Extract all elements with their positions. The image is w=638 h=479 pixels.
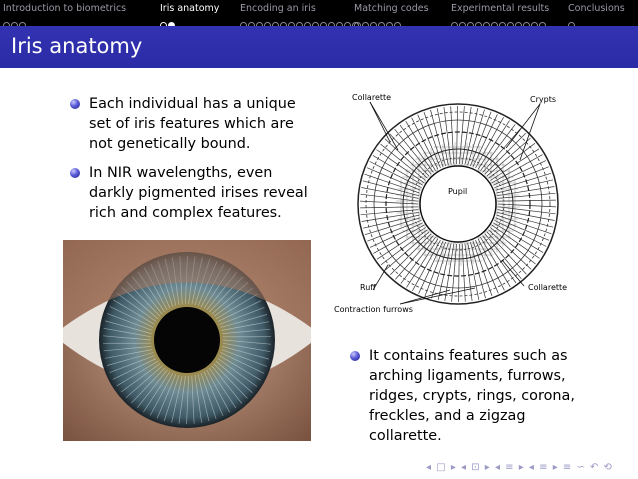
frame-title: Iris anatomy xyxy=(11,34,143,58)
nav-section-experimental[interactable]: Experimental results xyxy=(451,3,550,14)
section-navigation-bar: Introduction to biometrics Iris anatomy … xyxy=(0,0,638,29)
nav-dots-matching xyxy=(354,14,402,29)
nav-dots-experimental xyxy=(451,14,547,29)
bullet-item: It contains features such as arching lig… xyxy=(350,346,590,446)
bullet-item: In NIR wavelengths, even darkly pigmente… xyxy=(70,163,315,223)
bullet-ball-icon xyxy=(350,351,360,361)
nav-section-matching[interactable]: Matching codes xyxy=(354,3,429,14)
label-ruff: Ruff xyxy=(360,283,376,292)
nav-section-conclusions[interactable]: Conclusions xyxy=(568,3,625,14)
nav-section-iris-anatomy[interactable]: Iris anatomy xyxy=(160,3,220,14)
bullet-text: It contains features such as arching lig… xyxy=(369,348,575,444)
label-contraction-furrows: Contraction furrows xyxy=(334,305,413,314)
label-pupil: Pupil xyxy=(448,187,467,196)
label-collarette-bottom: Collarette xyxy=(528,283,567,292)
right-bullet-list: It contains features such as arching lig… xyxy=(350,346,590,455)
bullet-ball-icon xyxy=(70,168,80,178)
iris-photograph xyxy=(63,240,311,441)
label-crypts: Crypts xyxy=(530,95,556,104)
left-bullet-list: Each individual has a unique set of iris… xyxy=(70,94,315,232)
bullet-ball-icon xyxy=(70,99,80,109)
frame-title-bar: Iris anatomy xyxy=(0,26,638,68)
iris-anatomy-diagram: Collarette Crypts Pupil Ruff Collarette … xyxy=(334,93,567,314)
nav-dots-conclusions xyxy=(568,14,576,29)
bullet-text: In NIR wavelengths, even darkly pigmente… xyxy=(89,165,308,221)
beamer-navigation-symbols[interactable]: ◂ □ ▸ ◂ ⊡ ▸ ◂ ≡ ▸ ◂ ≡ ▸ ≡ ∽ ↶ ⟲ xyxy=(426,462,613,473)
nav-dots-introduction xyxy=(3,14,27,29)
nav-section-introduction[interactable]: Introduction to biometrics xyxy=(3,3,127,14)
nav-section-encoding[interactable]: Encoding an iris xyxy=(240,3,316,14)
nav-dots-iris-anatomy xyxy=(160,14,176,29)
bullet-text: Each individual has a unique set of iris… xyxy=(89,96,296,152)
nav-dots-encoding xyxy=(240,14,360,29)
bullet-item: Each individual has a unique set of iris… xyxy=(70,94,315,154)
label-collarette-top: Collarette xyxy=(352,93,391,102)
